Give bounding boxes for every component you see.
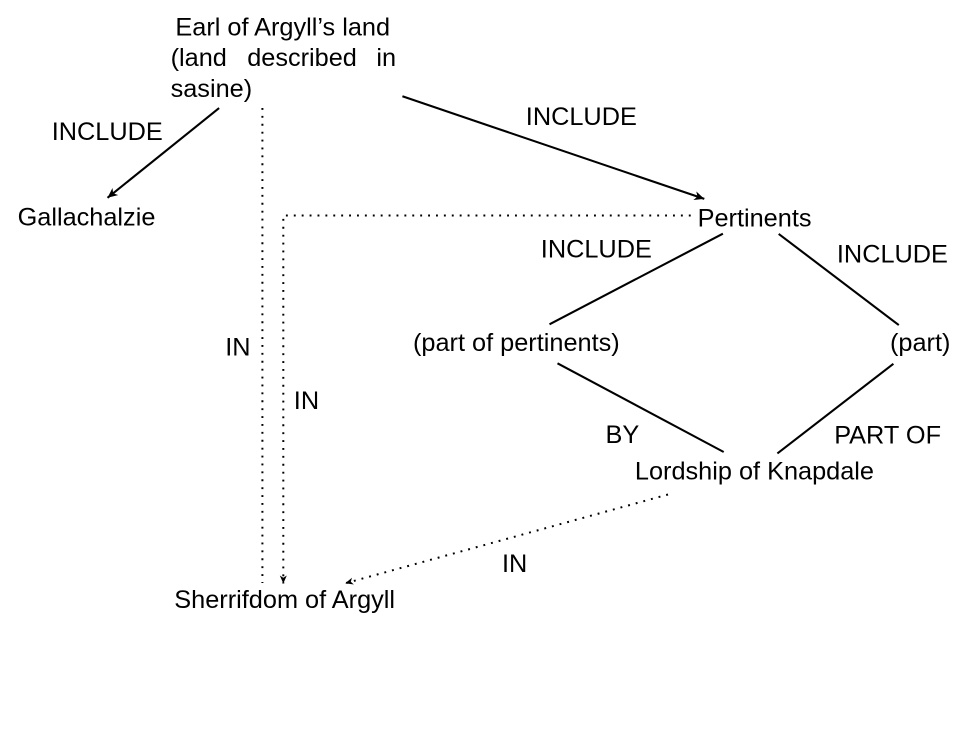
svg-text:PART OF: PART OF <box>834 422 941 450</box>
svg-text:BY: BY <box>606 421 640 449</box>
svg-text:Earl of Argyll’s land: Earl of Argyll’s land <box>175 14 390 42</box>
svg-text:INCLUDE: INCLUDE <box>52 118 163 146</box>
svg-text:(land: (land <box>171 44 227 72</box>
svg-text:Sherrifdom of Argyll: Sherrifdom of Argyll <box>174 586 395 614</box>
svg-text:INCLUDE: INCLUDE <box>541 235 652 263</box>
svg-text:Pertinents: Pertinents <box>698 205 812 233</box>
svg-text:Gallachalzie: Gallachalzie <box>18 204 156 232</box>
svg-text:(part): (part) <box>890 329 950 357</box>
svg-text:INCLUDE: INCLUDE <box>526 103 637 131</box>
svg-text:sasine): sasine) <box>171 75 253 103</box>
svg-text:INCLUDE: INCLUDE <box>837 241 948 269</box>
svg-text:in: in <box>376 44 396 72</box>
svg-text:IN: IN <box>225 333 250 361</box>
svg-text:IN: IN <box>502 550 527 578</box>
svg-text:IN: IN <box>294 387 319 415</box>
svg-text:(part of pertinents): (part of pertinents) <box>413 329 620 357</box>
svg-text:Lordship of Knapdale: Lordship of Knapdale <box>635 457 874 485</box>
svg-text:described: described <box>247 44 357 72</box>
